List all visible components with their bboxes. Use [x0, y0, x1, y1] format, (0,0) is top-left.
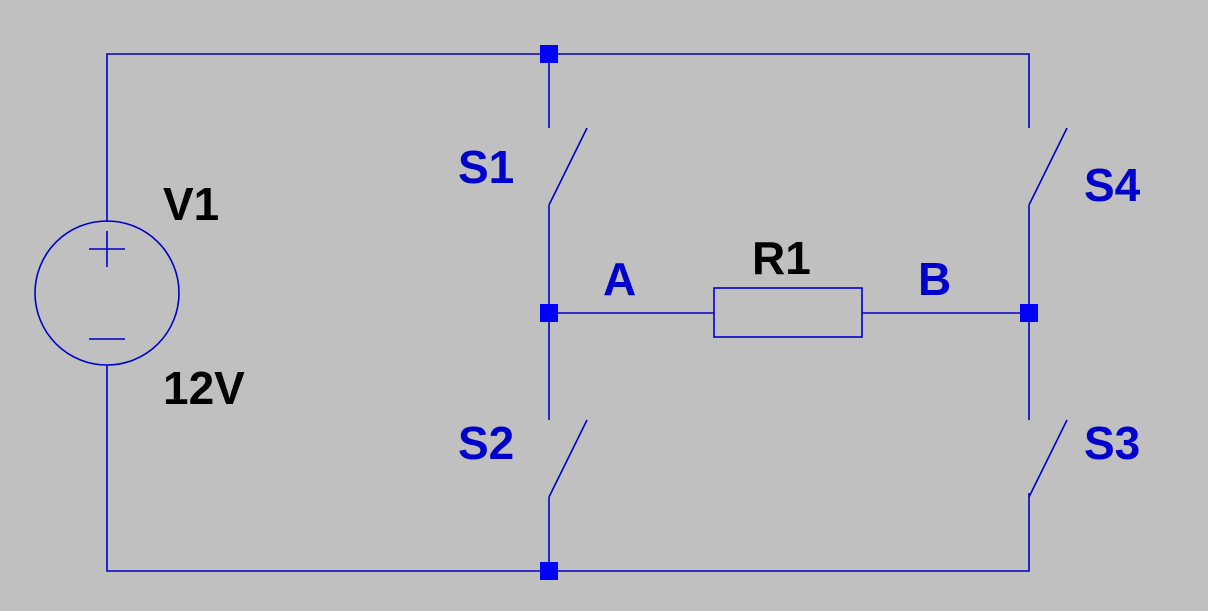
switch-s4-label[interactable]: S4	[1084, 159, 1141, 211]
wire-top[interactable]	[106, 53, 1030, 222]
resistor-r1[interactable]	[713, 287, 863, 338]
junction-node-bottom[interactable]	[540, 562, 558, 580]
wires	[106, 53, 1030, 572]
source-value-label[interactable]: 12V	[163, 362, 245, 414]
net-label-a[interactable]: A	[603, 253, 636, 305]
switch-s1-label[interactable]: S1	[458, 141, 514, 193]
resistor-name-label[interactable]: R1	[752, 232, 811, 284]
wire-bottom[interactable]	[106, 365, 1030, 572]
voltage-source-v1[interactable]	[34, 220, 180, 366]
junction-node-top[interactable]	[540, 45, 558, 63]
switch-s4-blade[interactable]	[1028, 127, 1068, 206]
junction-node-a[interactable]	[540, 304, 558, 322]
switch-s3-blade[interactable]	[1028, 419, 1068, 498]
voltage-source-circle	[34, 220, 180, 366]
switch-s3-label[interactable]: S3	[1084, 417, 1140, 469]
switch-s1-blade[interactable]	[548, 127, 588, 206]
source-name-label[interactable]: V1	[163, 178, 219, 230]
junction-node-b[interactable]	[1020, 304, 1038, 322]
switch-s2-blade[interactable]	[548, 419, 588, 498]
net-label-b[interactable]: B	[918, 253, 951, 305]
switch-s2-label[interactable]: S2	[458, 417, 514, 469]
